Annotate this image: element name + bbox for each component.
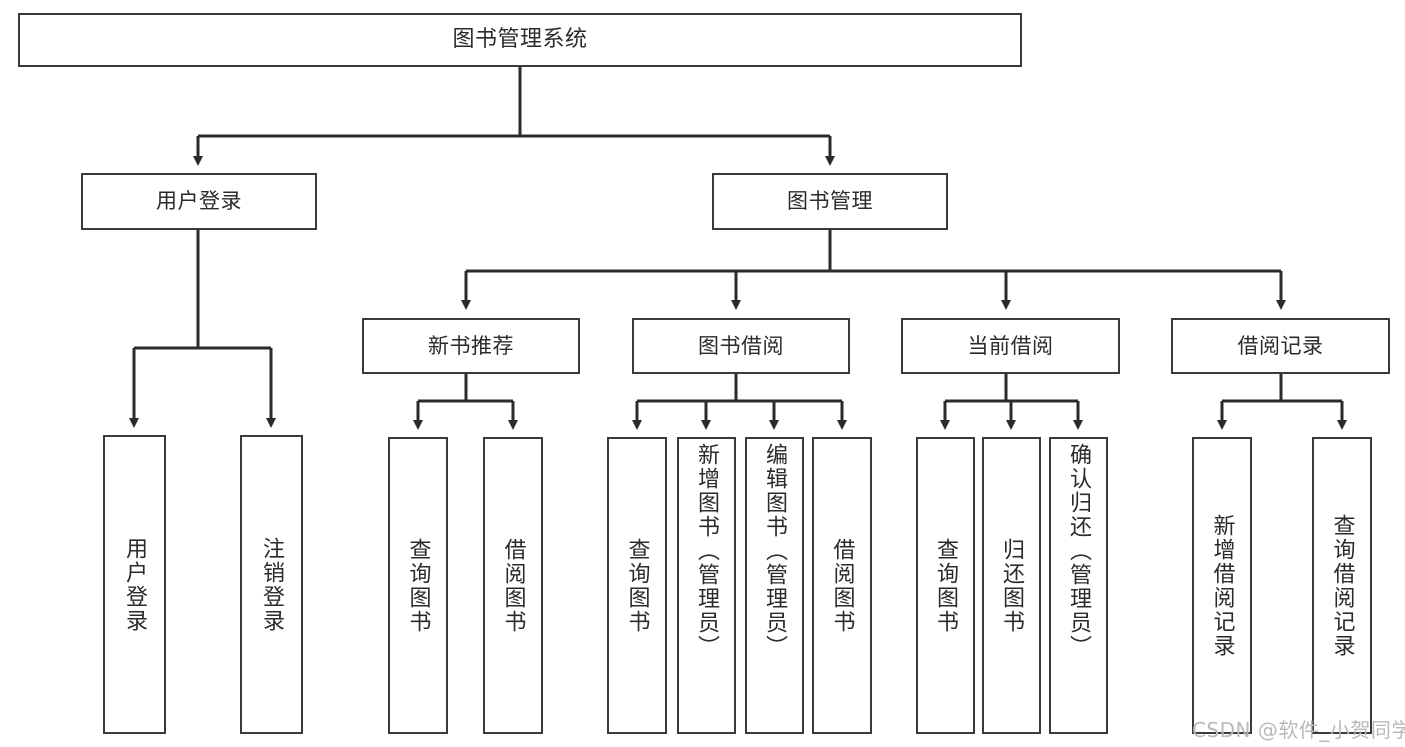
leaf-borrow-book-1[interactable]: 借阅图书 [483,437,543,734]
leaf-query-borrow-record[interactable]: 查询借阅记录 [1312,437,1372,734]
leaf-logout[interactable]: 注销登录 [240,435,303,734]
node-label: 图书管理 [787,189,873,214]
node-label: 编辑图书（管理员） [762,443,788,659]
node-label: 查询图书 [933,537,959,634]
node-label: 注销登录 [259,536,285,633]
node-root-system[interactable]: 图书管理系统 [18,13,1022,67]
leaf-confirm-return-admin[interactable]: 确认归还（管理员） [1049,437,1108,734]
node-current-borrow[interactable]: 当前借阅 [901,318,1120,374]
node-label: 图书管理系统 [452,27,588,53]
leaf-borrow-book-2[interactable]: 借阅图书 [812,437,872,734]
node-label: 新增借阅记录 [1209,513,1235,658]
leaf-return-book[interactable]: 归还图书 [982,437,1041,734]
node-label: 图书借阅 [698,333,784,358]
leaf-add-book-admin[interactable]: 新增图书（管理员） [677,437,736,734]
node-label: 查询图书 [624,537,650,634]
node-label: 查询借阅记录 [1329,513,1355,658]
leaf-query-book-2[interactable]: 查询图书 [607,437,667,734]
node-label: 用户登录 [122,536,148,633]
node-label: 确认归还（管理员） [1066,443,1092,659]
node-label: 新书推荐 [428,333,514,358]
node-borrow-record[interactable]: 借阅记录 [1171,318,1390,374]
leaf-add-borrow-record[interactable]: 新增借阅记录 [1192,437,1252,734]
node-label: 归还图书 [999,537,1025,634]
node-book-borrow[interactable]: 图书借阅 [632,318,850,374]
leaf-query-book-3[interactable]: 查询图书 [916,437,975,734]
leaf-query-book-1[interactable]: 查询图书 [388,437,448,734]
node-book-manage[interactable]: 图书管理 [712,173,948,230]
node-label: 新增图书（管理员） [694,443,720,659]
node-label: 查询图书 [405,537,431,634]
node-label: 当前借阅 [967,333,1054,358]
node-new-book-recommend[interactable]: 新书推荐 [362,318,580,374]
csdn-watermark: CSDN @软件_小贺同学 [1192,718,1405,742]
node-label: 借阅图书 [500,537,526,634]
node-label: 用户登录 [156,189,242,214]
leaf-user-login[interactable]: 用户登录 [103,435,166,734]
node-label: 借阅记录 [1237,333,1324,358]
node-label: 借阅图书 [829,537,855,634]
leaf-edit-book-admin[interactable]: 编辑图书（管理员） [745,437,804,734]
node-user-login[interactable]: 用户登录 [81,173,317,230]
